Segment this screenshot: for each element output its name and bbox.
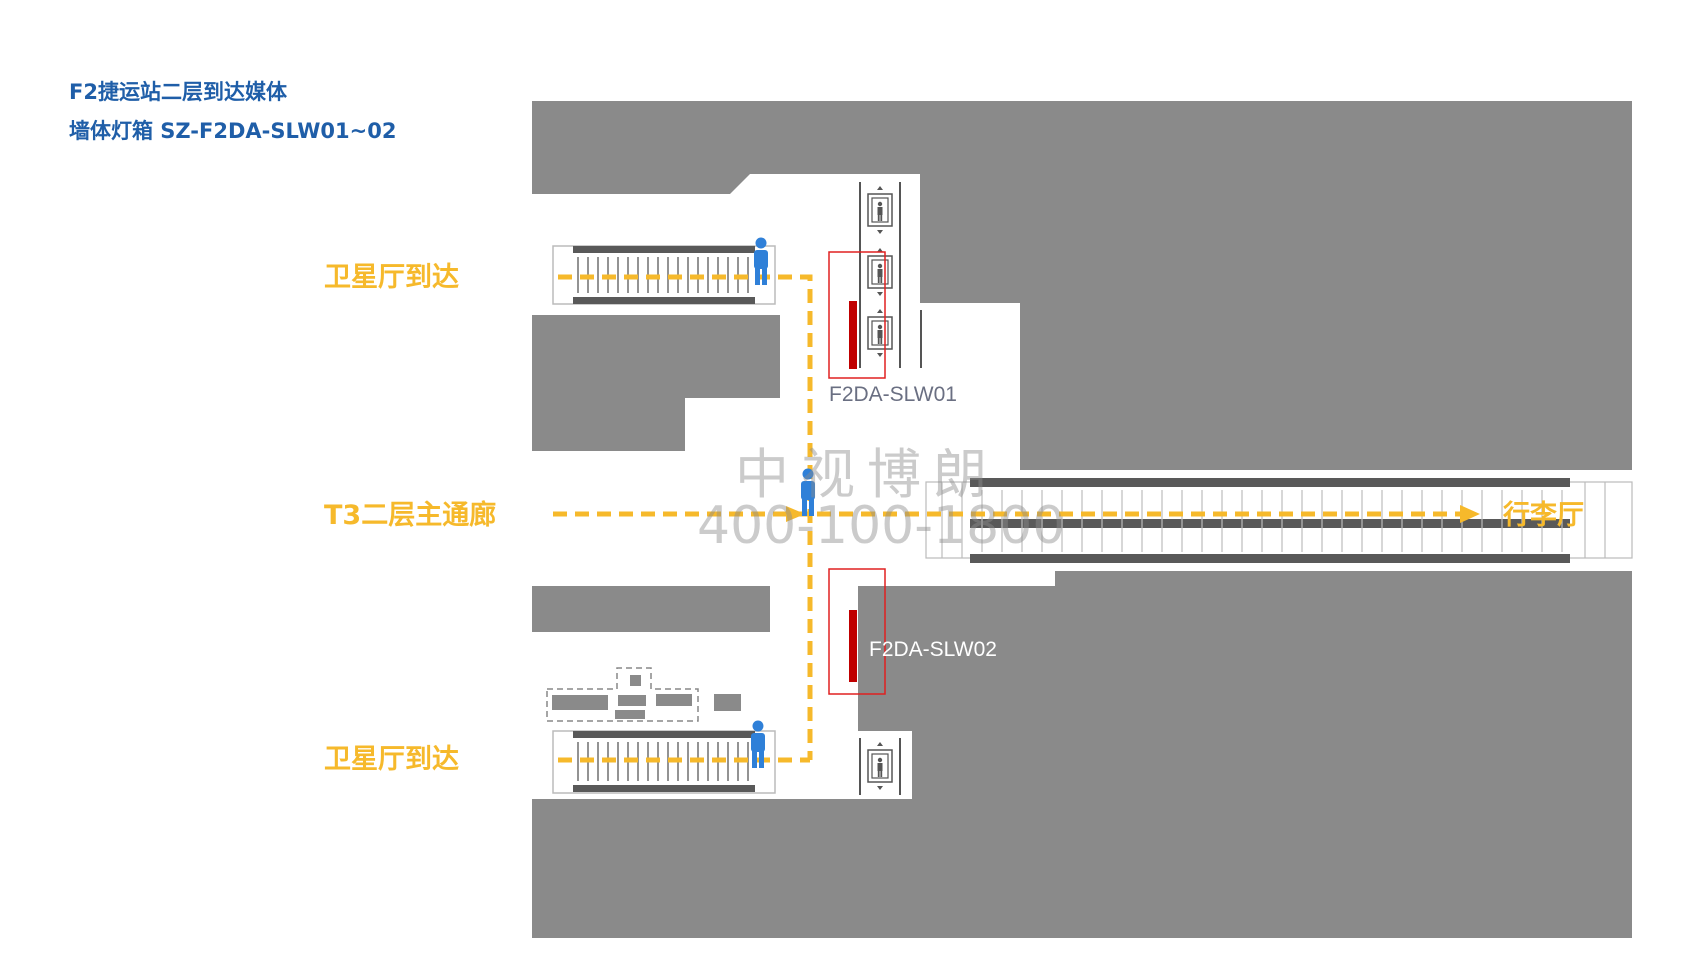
page-title: F2捷运站二层到达媒体 [69, 80, 287, 104]
label-arrival-top: 卫星厅到达 [324, 262, 459, 293]
media-panel-slw02 [828, 568, 886, 695]
label-baggage-hall: 行李厅 [1503, 500, 1584, 531]
passenger-route [553, 274, 1475, 763]
label-main-corridor: T3二层主通廊 [324, 500, 497, 531]
media-panel-slw01 [828, 251, 886, 379]
counter-area [546, 667, 741, 722]
route-arrow-heads [786, 505, 1480, 523]
media-code-slw01: F2DA-SLW01 [829, 383, 957, 406]
elevator-bottom [859, 738, 901, 795]
page-subtitle: 墙体灯箱 SZ-F2DA-SLW01~02 [69, 119, 397, 143]
media-code-slw02: F2DA-SLW02 [869, 638, 997, 661]
elevator-bank [859, 182, 922, 368]
travelator [925, 478, 1633, 563]
walls [532, 101, 1632, 938]
label-arrival-bottom: 卫星厅到达 [324, 744, 459, 775]
person-icon [801, 468, 815, 516]
